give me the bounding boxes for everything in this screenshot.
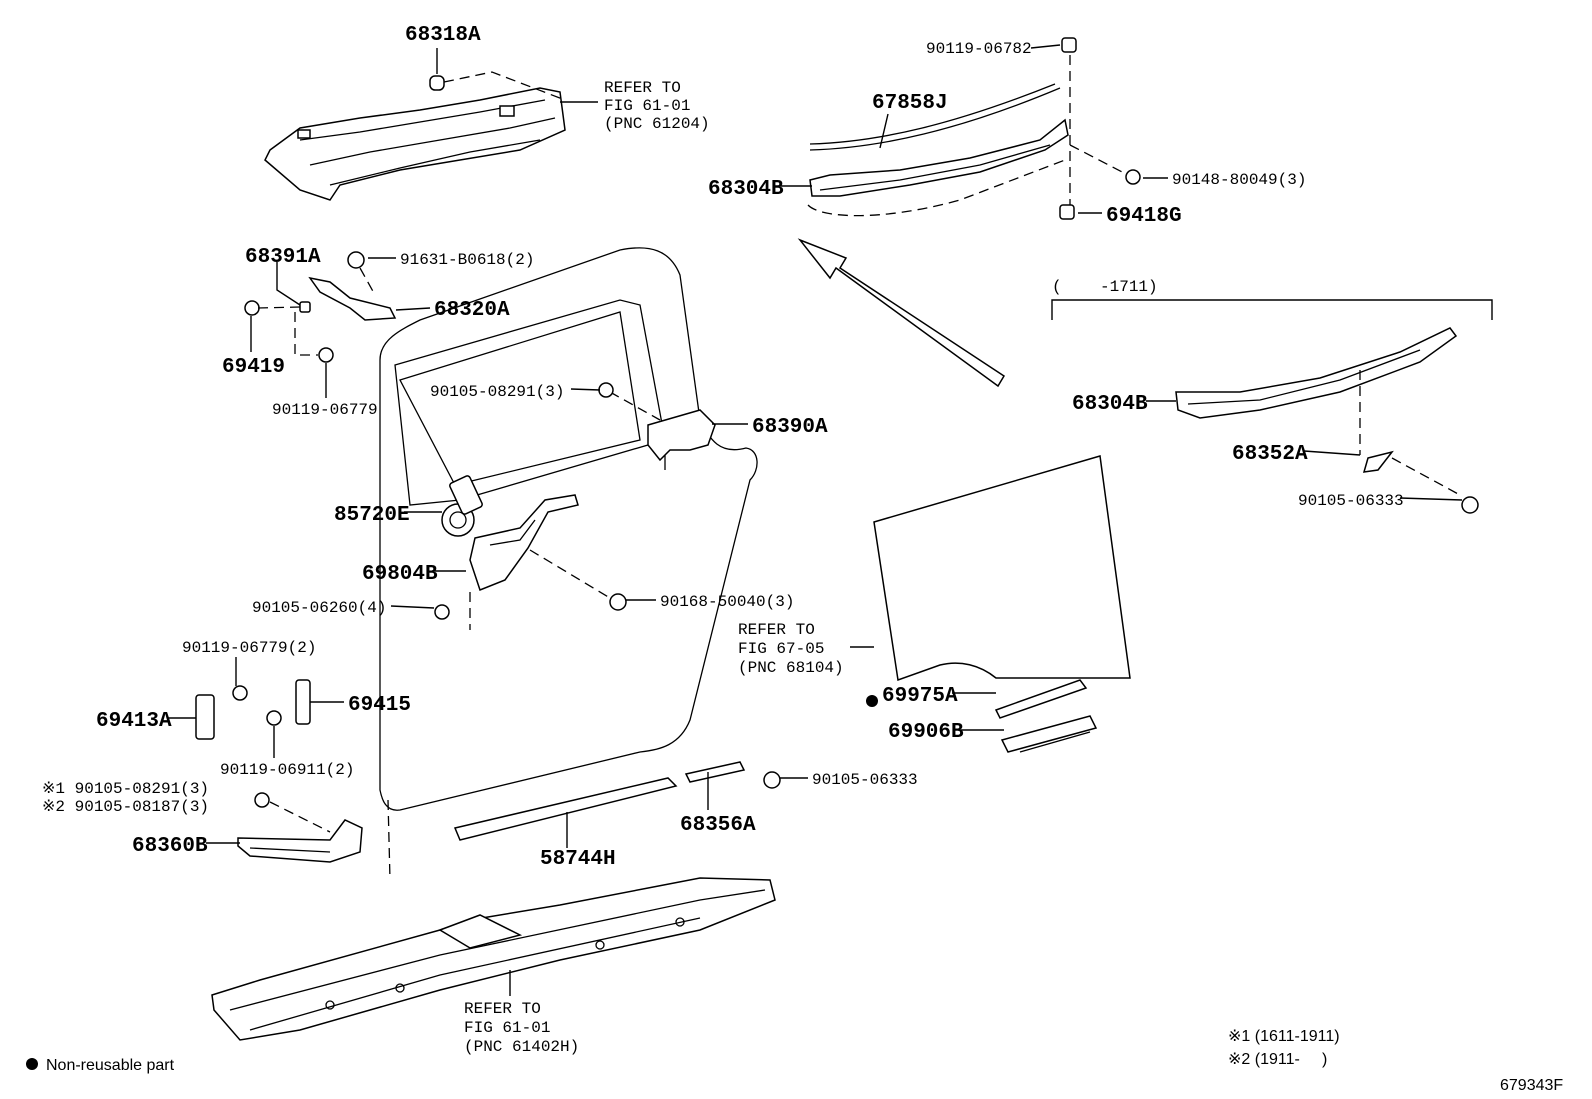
range-bracket	[1051, 299, 1493, 320]
legend-dot-icon	[26, 1058, 38, 1070]
label-69906B: 69906B	[888, 721, 964, 744]
arm-bracket-drawing	[244, 251, 397, 363]
door-glass-drawing	[873, 455, 1131, 682]
label-58744H: 58744H	[540, 848, 616, 871]
label-68320A: 68320A	[434, 299, 510, 322]
label-69415: 69415	[348, 694, 411, 717]
label-69418G: 69418G	[1106, 205, 1182, 228]
label-91631-B0618: 91631-B0618(2)	[400, 251, 534, 269]
label-90105-08187-n2: ※2 90105-08187(3)	[42, 798, 209, 816]
figure-id: 679343F	[1500, 1077, 1563, 1094]
refer-61204-line3: (PNC 61204)	[604, 115, 710, 133]
label-90105-06333-right: 90105-06333	[1298, 492, 1404, 510]
seal-strips-drawing	[994, 679, 1098, 753]
label-69975A: 69975A	[882, 685, 958, 708]
label-67858J: 67858J	[872, 92, 948, 115]
label-68318A: 68318A	[405, 24, 481, 47]
lower-roller-drawing	[237, 792, 391, 881]
right-guide-drawing	[1175, 327, 1479, 514]
label-90148-80049: 90148-80049(3)	[1172, 171, 1306, 189]
label-68356A: 68356A	[680, 814, 756, 837]
refer-61402H-line1: REFER TO	[464, 1000, 541, 1018]
label-68352A: 68352A	[1232, 443, 1308, 466]
label-90119-06779: 90119-06779	[272, 401, 378, 419]
label-68391A: 68391A	[245, 246, 321, 269]
label-90119-06782: 90119-06782	[926, 40, 1032, 58]
label-68360B: 68360B	[132, 835, 208, 858]
label-69413A: 69413A	[96, 710, 172, 733]
non-reusable-dot-icon	[866, 695, 878, 707]
regulator-drawing	[434, 475, 627, 630]
label-90119-06779-2: 90119-06779(2)	[182, 639, 316, 657]
label-68304B-right: 68304B	[1072, 393, 1148, 416]
refer-68104-line3: (PNC 68104)	[738, 659, 844, 677]
label-68304B-top: 68304B	[708, 178, 784, 201]
legend-non-reusable: Non-reusable part	[46, 1057, 175, 1074]
label-85720E: 85720E	[334, 504, 410, 527]
label-90105-06333-bottom: 90105-06333	[812, 771, 918, 789]
refer-68104-line2: FIG 67-05	[738, 640, 824, 658]
note-1: ※1 (1611-1911)	[1228, 1028, 1340, 1045]
label-68390A: 68390A	[752, 416, 828, 439]
lower-plates-drawing	[195, 679, 311, 740]
label-69419: 69419	[222, 356, 285, 379]
upper-rail-drawing	[264, 71, 566, 201]
refer-61402H-line3: (PNC 61402H)	[464, 1038, 579, 1056]
upper-guide-drawing	[807, 37, 1141, 220]
refer-61402H-line2: FIG 61-01	[464, 1019, 550, 1037]
label-69804B: 69804B	[362, 563, 438, 586]
refer-61204-line1: REFER TO	[604, 79, 681, 97]
label-90168-50040: 90168-50040(3)	[660, 593, 794, 611]
label-90105-08291-n1: ※1 90105-08291(3)	[42, 780, 209, 798]
note-2: ※2 (1911- )	[1228, 1051, 1327, 1068]
lower-rail-drawing	[211, 877, 776, 1041]
lower-trim-drawing	[453, 761, 781, 841]
refer-61204-line2: FIG 61-01	[604, 97, 690, 115]
leader-lines	[168, 44, 1463, 996]
label-range-1711: ( -1711)	[1052, 278, 1158, 296]
refer-68104-line1: REFER TO	[738, 621, 815, 639]
label-90105-06260: 90105-06260(4)	[252, 599, 386, 617]
label-90105-08291: 90105-08291(3)	[430, 383, 564, 401]
direction-arrow	[797, 238, 1006, 388]
door-frame-drawing	[379, 247, 758, 811]
label-90119-06911: 90119-06911(2)	[220, 761, 354, 779]
